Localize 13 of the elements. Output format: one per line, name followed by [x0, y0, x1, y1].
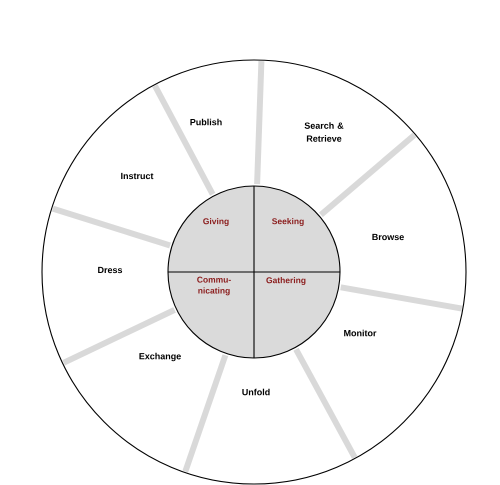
outer-ring [41, 59, 467, 485]
sector-label: Publish [190, 118, 222, 126]
sector-label: Instruct [121, 172, 154, 180]
sector-label: Browse [372, 234, 404, 240]
quadrant-label: Gathering [266, 277, 306, 285]
sector-label: Dress [98, 266, 122, 274]
sector-label: Search & Retrieve [304, 122, 344, 142]
quadrant-label: Seeking [272, 218, 304, 226]
quadrant-label: Commu- nicating [197, 276, 231, 296]
quadrant-label: Giving [203, 218, 229, 226]
sector-label: Monitor [344, 330, 376, 336]
sector-label: Exchange [139, 352, 181, 362]
sector-label: Unfold [242, 388, 270, 396]
